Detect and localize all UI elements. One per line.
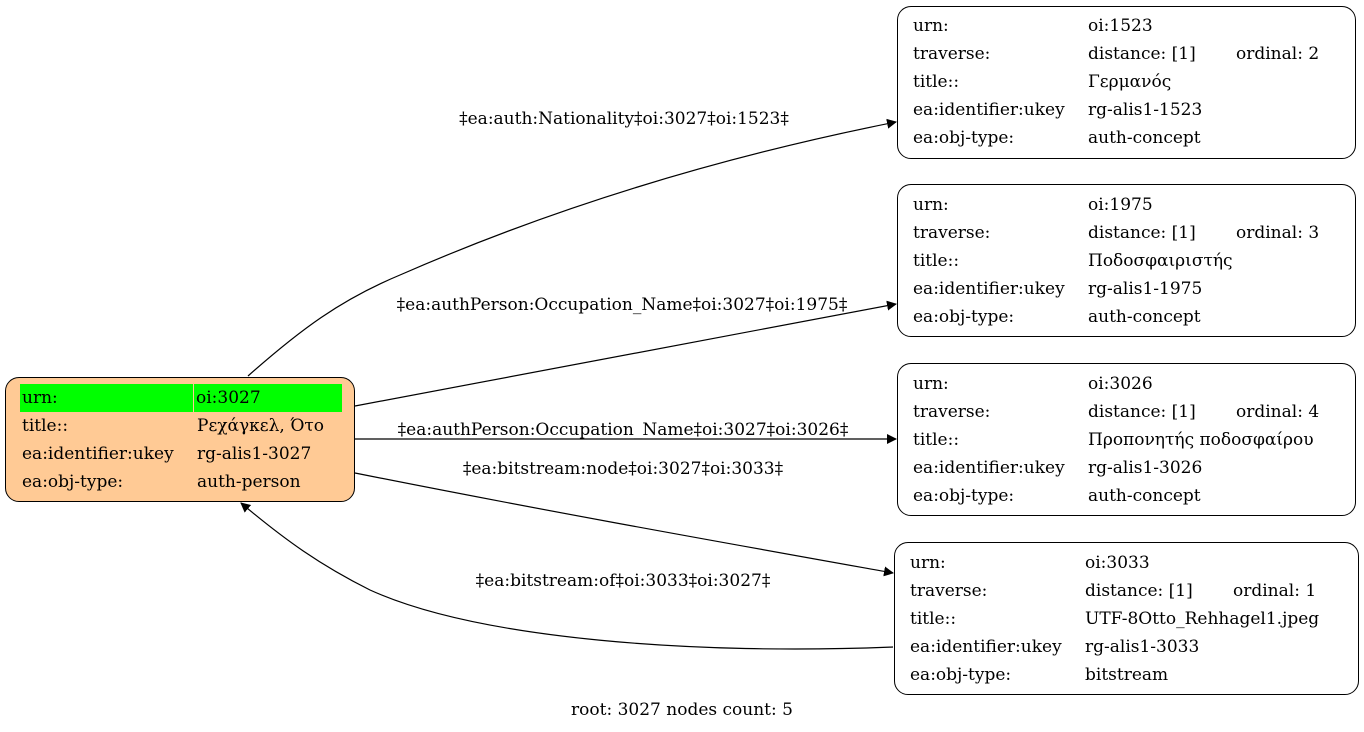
node-3026[interactable]: urn: oi:3026 traverse: distance: [1] ord…	[897, 363, 1356, 516]
edge-label-occupation-3026: ‡ea:authPerson:Occupation_Name‡oi:3027‡o…	[398, 420, 849, 440]
node-type-value: auth-concept	[1088, 128, 1201, 148]
root-type-value: auth-person	[197, 472, 301, 492]
node-urn-value: oi:1975	[1088, 195, 1153, 215]
node-title-key: title::	[913, 430, 960, 450]
node-title-key: title::	[913, 251, 960, 271]
node-row-urn: urn: oi:1975	[898, 191, 1355, 219]
node-type-key: ea:obj-type:	[913, 486, 1015, 506]
root-type-key: ea:obj-type:	[22, 472, 124, 492]
node-ukey-key: ea:identifier:ukey	[913, 279, 1065, 299]
node-row-type: ea:obj-type: bitstream	[895, 661, 1358, 689]
root-node[interactable]: urn: oi:3027 title:: Ρεχάγκελ, Ότο ea:id…	[5, 377, 355, 502]
node-ukey-value: rg-alis1-1523	[1088, 100, 1203, 120]
node-traverse-key: traverse:	[913, 402, 991, 422]
node-type-key: ea:obj-type:	[913, 307, 1015, 327]
edge-label-bitstream-node: ‡ea:bitstream:node‡oi:3027‡oi:3033‡	[463, 459, 784, 479]
node-distance: distance: [1]	[1088, 402, 1196, 422]
root-ukey-key: ea:identifier:ukey	[22, 444, 174, 464]
edge-label-bitstream-of: ‡ea:bitstream:of‡oi:3033‡oi:3027‡	[476, 571, 771, 591]
edge-occupation-1975	[354, 300, 897, 407]
root-row-type: ea:obj-type: auth-person	[6, 468, 354, 496]
node-type-key: ea:obj-type:	[913, 128, 1015, 148]
node-1975[interactable]: urn: oi:1975 traverse: distance: [1] ord…	[897, 184, 1356, 337]
node-type-value: bitstream	[1085, 665, 1169, 685]
edge-label-nationality: ‡ea:auth:Nationality‡oi:3027‡oi:1523‡	[459, 109, 789, 129]
edge-bitstream-node	[354, 472, 894, 577]
node-type-key: ea:obj-type:	[910, 665, 1012, 685]
node-row-type: ea:obj-type: auth-concept	[898, 482, 1355, 510]
node-urn-value: oi:3033	[1085, 553, 1150, 573]
node-row-ukey: ea:identifier:ukey rg-alis1-3026	[898, 454, 1355, 482]
root-ukey-value: rg-alis1-3027	[197, 444, 312, 464]
node-ordinal: ordinal: 1	[1233, 581, 1317, 601]
node-distance: distance: [1]	[1088, 44, 1196, 64]
node-row-ukey: ea:identifier:ukey rg-alis1-1975	[898, 275, 1355, 303]
node-ukey-value: rg-alis1-3026	[1088, 458, 1203, 478]
node-ukey-key: ea:identifier:ukey	[913, 458, 1065, 478]
node-distance: distance: [1]	[1085, 581, 1193, 601]
node-row-title: title:: Ποδοσφαιριστής	[898, 247, 1355, 275]
root-row-ukey: ea:identifier:ukey rg-alis1-3027	[6, 440, 354, 468]
root-row-urn: urn: oi:3027	[6, 384, 354, 412]
node-row-traverse: traverse: distance: [1] ordinal: 3	[898, 219, 1355, 247]
node-ordinal: ordinal: 4	[1236, 402, 1320, 422]
node-ukey-key: ea:identifier:ukey	[913, 100, 1065, 120]
edge-nationality	[247, 118, 897, 377]
node-ordinal: ordinal: 3	[1236, 223, 1320, 243]
node-urn-key: urn:	[913, 195, 949, 215]
root-row-title: title:: Ρεχάγκελ, Ότο	[6, 412, 354, 440]
node-ukey-key: ea:identifier:ukey	[910, 637, 1062, 657]
edge-bitstream-of	[240, 502, 894, 650]
node-row-urn: urn: oi:3033	[895, 549, 1358, 577]
node-type-value: auth-concept	[1088, 307, 1201, 327]
node-ukey-value: rg-alis1-1975	[1088, 279, 1203, 299]
root-urn-value: oi:3027	[194, 384, 342, 412]
node-urn-key: urn:	[913, 374, 949, 394]
node-ordinal: ordinal: 2	[1236, 44, 1320, 64]
node-3033[interactable]: urn: oi:3033 traverse: distance: [1] ord…	[894, 542, 1359, 695]
node-urn-value: oi:3026	[1088, 374, 1153, 394]
node-row-urn: urn: oi:3026	[898, 370, 1355, 398]
node-urn-key: urn:	[910, 553, 946, 573]
node-traverse-key: traverse:	[910, 581, 988, 601]
node-distance: distance: [1]	[1088, 223, 1196, 243]
node-1523[interactable]: urn: oi:1523 traverse: distance: [1] ord…	[897, 6, 1356, 159]
node-row-type: ea:obj-type: auth-concept	[898, 303, 1355, 331]
node-row-ukey: ea:identifier:ukey rg-alis1-1523	[898, 96, 1355, 124]
node-row-ukey: ea:identifier:ukey rg-alis1-3033	[895, 633, 1358, 661]
node-title-key: title::	[910, 609, 957, 629]
node-row-title: title:: Γερμανός	[898, 68, 1355, 96]
graph-footer: root: 3027 nodes count: 5	[571, 700, 793, 720]
node-title-value: Προπονητής ποδοσφαίρου	[1088, 430, 1314, 450]
node-title-key: title::	[913, 72, 960, 92]
root-title-value: Ρεχάγκελ, Ότο	[197, 416, 325, 436]
node-row-traverse: traverse: distance: [1] ordinal: 1	[895, 577, 1358, 605]
root-urn-key: urn:	[20, 384, 193, 412]
node-urn-key: urn:	[913, 16, 949, 36]
root-title-key: title::	[22, 416, 69, 436]
node-row-urn: urn: oi:1523	[898, 12, 1355, 40]
node-row-title: title:: UTF-8Otto_Rehhagel1.jpeg	[895, 605, 1358, 633]
edge-label-occupation-1975: ‡ea:authPerson:Occupation_Name‡oi:3027‡o…	[397, 295, 848, 315]
node-row-traverse: traverse: distance: [1] ordinal: 4	[898, 398, 1355, 426]
node-traverse-key: traverse:	[913, 44, 991, 64]
node-title-value: Ποδοσφαιριστής	[1088, 251, 1233, 271]
node-title-value: Γερμανός	[1088, 72, 1172, 92]
node-urn-value: oi:1523	[1088, 16, 1153, 36]
node-ukey-value: rg-alis1-3033	[1085, 637, 1200, 657]
node-row-title: title:: Προπονητής ποδοσφαίρου	[898, 426, 1355, 454]
node-type-value: auth-concept	[1088, 486, 1201, 506]
node-row-traverse: traverse: distance: [1] ordinal: 2	[898, 40, 1355, 68]
node-traverse-key: traverse:	[913, 223, 991, 243]
node-title-value: UTF-8Otto_Rehhagel1.jpeg	[1085, 609, 1320, 629]
node-row-type: ea:obj-type: auth-concept	[898, 124, 1355, 152]
